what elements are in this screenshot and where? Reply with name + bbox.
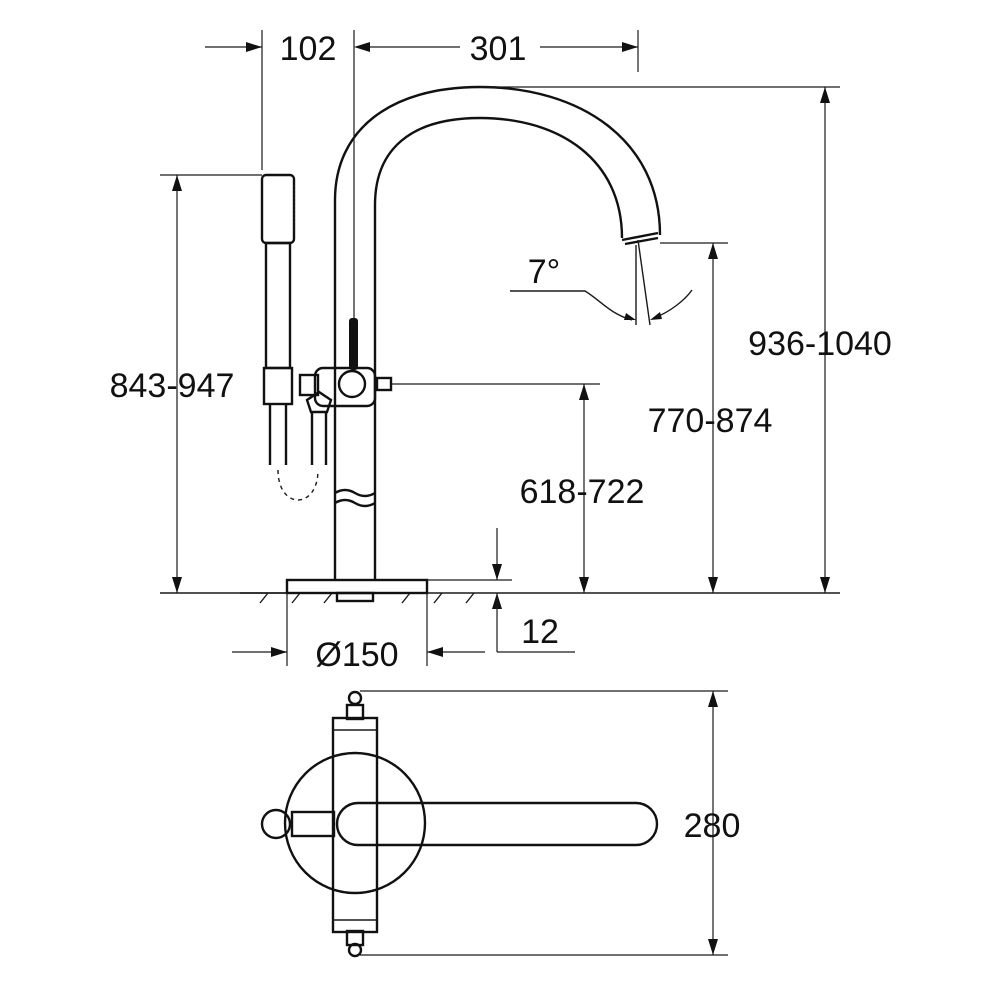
hand-shower-head: [260, 173, 296, 245]
label-top-view-width: 280: [684, 807, 741, 845]
label-base-diameter: Ø150: [315, 636, 398, 674]
label-handshower-height: 843-947: [110, 367, 235, 405]
spout-outer: [333, 85, 662, 405]
hand-shower-holder: [262, 366, 294, 406]
top-spout: [335, 801, 659, 847]
label-overall-height: 936-1040: [748, 325, 892, 363]
label-spout-outlet-height: 770-874: [648, 402, 773, 440]
dimension-lines: [160, 30, 840, 956]
top-base-circle: [283, 751, 427, 895]
floor-hatching: [240, 592, 475, 604]
floor-pipe-stub: [335, 591, 375, 603]
mixer-body: [313, 366, 377, 408]
column-break-mark: [334, 488, 376, 498]
handle-hub: [337, 369, 367, 399]
spout-inner: [373, 116, 624, 405]
label-handle-height: 618-722: [520, 473, 645, 511]
diverter: [298, 373, 320, 397]
hose-loop: [277, 469, 319, 501]
base-plate: [285, 578, 429, 595]
top-body: [331, 716, 379, 934]
dimension-labels: 102 301 936-1040 770-874 843-947 618-722…: [110, 30, 892, 845]
hand-shower-handle: [264, 241, 292, 370]
label-spout-angle: 7°: [528, 253, 561, 291]
top-handshower-holder: [260, 808, 292, 840]
label-handshower-offset: 102: [280, 30, 337, 68]
label-spout-reach: 301: [470, 30, 527, 68]
spout-outlet: [621, 231, 659, 242]
side-view: [160, 85, 840, 604]
handle-lever: [349, 318, 358, 370]
label-floor-thickness: 12: [521, 613, 559, 651]
top-view: [260, 690, 659, 958]
